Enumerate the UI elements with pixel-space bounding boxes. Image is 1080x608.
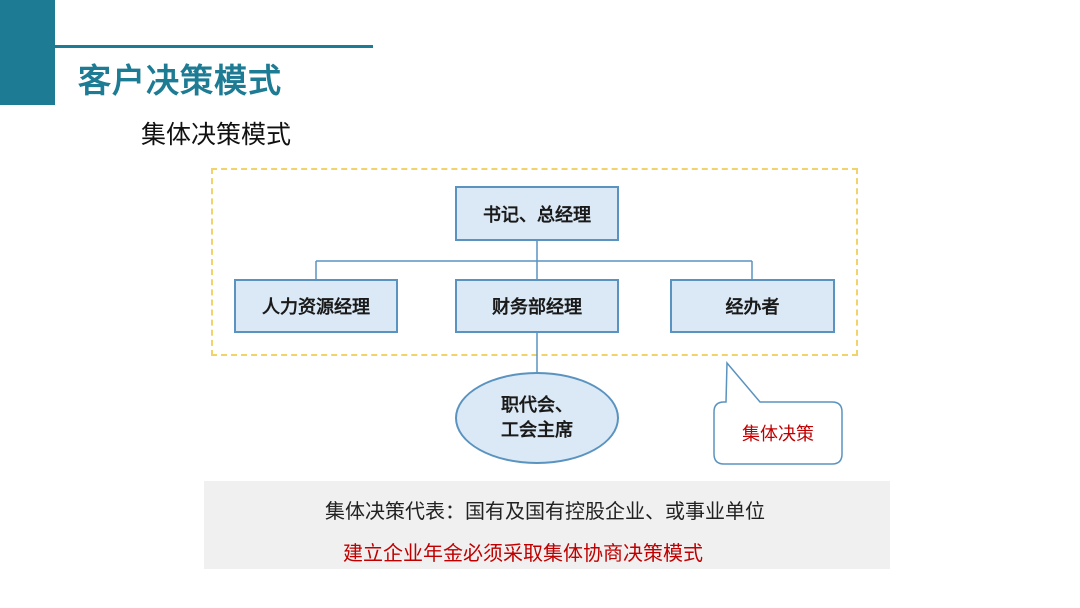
node-secretary-gm: 书记、总经理: [455, 186, 619, 241]
slide-subtitle: 集体决策模式: [141, 120, 292, 149]
slide-title: 客户决策模式: [78, 61, 282, 100]
workers-congress-line-2: 工会主席: [501, 420, 573, 441]
callout-collective-decision: 集体决策: [742, 424, 814, 445]
note-panel: [204, 481, 890, 569]
node-handler: 经办者: [670, 279, 835, 333]
node-workers-congress: 职代会、 工会主席: [455, 372, 619, 464]
title-underline: [55, 45, 373, 48]
workers-congress-line-1: 职代会、: [501, 395, 573, 416]
node-finance-manager: 财务部经理: [455, 279, 619, 333]
decision-group-frame: [211, 168, 858, 356]
note-representative-text: 集体决策代表：国有及国有控股企业、或事业单位: [325, 499, 765, 523]
note-requirement-text: 建立企业年金必须采取集体协商决策模式: [343, 541, 703, 565]
callout-bubble: [713, 361, 843, 465]
title-accent-block: [0, 0, 55, 105]
node-hr-manager: 人力资源经理: [234, 279, 398, 333]
